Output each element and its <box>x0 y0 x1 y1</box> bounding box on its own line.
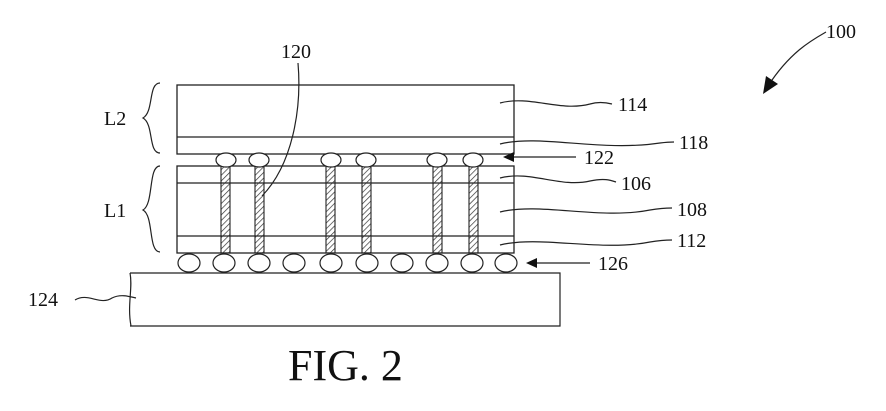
bump <box>355 152 377 168</box>
via-leader <box>261 62 300 197</box>
label-108: 108 <box>677 199 707 221</box>
arrowhead-122 <box>503 152 514 162</box>
label-124: 124 <box>28 289 58 311</box>
bump <box>462 152 484 168</box>
label-via: 120 <box>281 41 311 63</box>
label-device: 100 <box>826 21 856 43</box>
via <box>325 165 336 254</box>
bump <box>282 253 306 273</box>
via <box>432 165 443 254</box>
via <box>468 165 479 254</box>
device-arrowhead <box>763 76 778 94</box>
bump <box>320 152 342 168</box>
bump <box>426 152 448 168</box>
lower-bumps <box>177 253 518 273</box>
bump <box>390 253 414 273</box>
label-122: 122 <box>584 147 614 169</box>
layer-114 <box>176 84 515 155</box>
leader-106 <box>499 175 617 184</box>
label-126: 126 <box>598 253 628 275</box>
arrowhead-126 <box>526 258 537 268</box>
upper-bumps <box>215 152 484 168</box>
layer-l1-body <box>176 165 515 254</box>
label-l2: L2 <box>104 108 126 130</box>
leader-112 <box>499 239 673 246</box>
label-106: 106 <box>621 173 651 195</box>
bump <box>247 253 271 273</box>
bump <box>319 253 343 273</box>
bump <box>177 253 201 273</box>
leader-124 <box>74 295 137 302</box>
bump <box>460 253 484 273</box>
label-l1: L1 <box>104 200 126 222</box>
brace-l1 <box>141 165 161 253</box>
base-board <box>128 272 561 327</box>
via <box>220 165 231 254</box>
bump <box>248 152 270 168</box>
brace-l2 <box>141 82 161 154</box>
leader-108 <box>499 207 673 214</box>
via <box>254 165 265 254</box>
device-leader <box>767 31 827 87</box>
bump <box>425 253 449 273</box>
bump <box>355 253 379 273</box>
bump <box>494 253 518 273</box>
figure-caption: FIG. 2 <box>288 341 403 390</box>
label-112: 112 <box>677 230 706 252</box>
bump <box>212 253 236 273</box>
bump <box>215 152 237 168</box>
leader-114 <box>499 100 613 107</box>
via <box>361 165 372 254</box>
leader-118 <box>499 140 675 147</box>
label-118: 118 <box>679 132 708 154</box>
label-114: 114 <box>618 94 647 116</box>
